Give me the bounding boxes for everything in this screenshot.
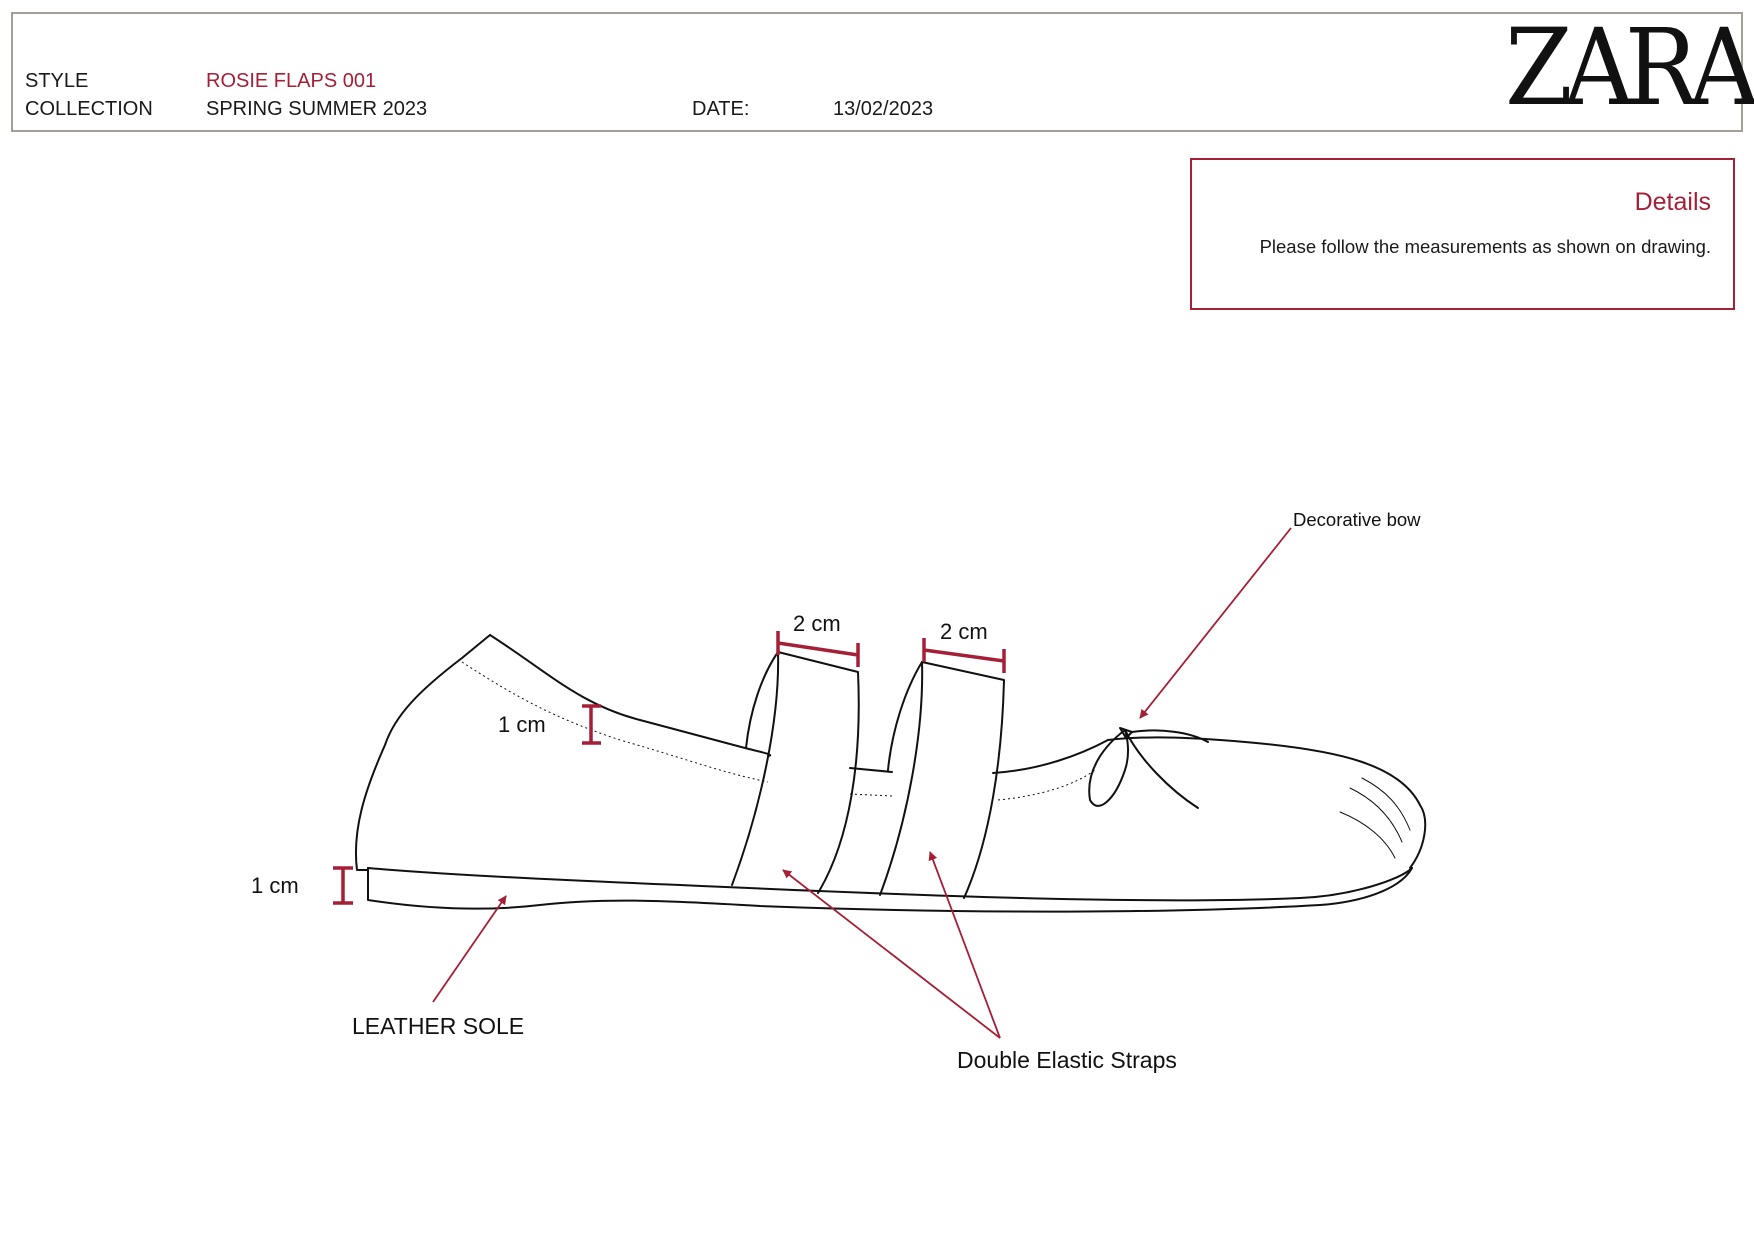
style-value: ROSIE FLAPS 001 (206, 70, 377, 92)
collar-edge (489, 634, 772, 757)
sole-outline (367, 867, 1413, 902)
date-label: DATE: (692, 98, 750, 120)
style-label: STYLE (25, 70, 89, 92)
sole-bottom (367, 867, 1413, 913)
strap1-width-label: 2 cm (793, 611, 841, 636)
strap-1 (731, 651, 860, 894)
topline-front (992, 739, 1109, 774)
bow-callout-arrow (1139, 527, 1292, 719)
stitch-collar (461, 661, 769, 783)
bow-knot (1119, 727, 1133, 739)
collection-value: SPRING SUMMER 2023 (206, 98, 428, 120)
details-title: Details (1634, 188, 1711, 216)
upper-outline (354, 634, 491, 871)
stitch-front (997, 769, 1096, 801)
strap2-dimension-marker (922, 638, 1006, 673)
bow-loop (1088, 729, 1129, 807)
topline-mid (849, 767, 893, 773)
toe-wrinkle-2 (1349, 787, 1403, 843)
toe-wrinkle-3 (1339, 811, 1396, 859)
collar-dimension-marker (582, 704, 601, 745)
vamp-outline (1107, 736, 1427, 869)
details-box: Details Please follow the measurements a… (1190, 158, 1735, 310)
decorative-bow-label: Decorative bow (1293, 509, 1421, 530)
lining-mid (887, 661, 923, 771)
lining-left (745, 651, 779, 749)
collection-label: COLLECTION (25, 98, 153, 120)
strap2-callout-arrow (928, 851, 1001, 1039)
toe-wrinkle-1 (1361, 777, 1411, 831)
strap1-dimension-marker (776, 631, 860, 667)
date-value: 13/02/2023 (833, 98, 934, 120)
sole-callout-arrow (432, 895, 507, 1003)
sole-dimension-marker (333, 866, 353, 905)
stitch-mid (849, 793, 893, 797)
elastic-straps-label: Double Elastic Straps (957, 1047, 1177, 1073)
brand-logo: ZARA (1505, 6, 1754, 129)
sole-height-label: 1 cm (251, 873, 299, 898)
details-text: Please follow the measurements as shown … (1259, 236, 1711, 257)
bow-tail (1124, 729, 1199, 809)
strap-2 (879, 661, 1005, 899)
strap1-callout-arrow (782, 869, 1001, 1039)
spec-header (11, 12, 1743, 132)
strap2-width-label: 2 cm (940, 619, 988, 644)
collar-width-label: 1 cm (498, 712, 546, 737)
leather-sole-label: LEATHER SOLE (352, 1013, 524, 1039)
bow-ribbon (1131, 729, 1209, 743)
